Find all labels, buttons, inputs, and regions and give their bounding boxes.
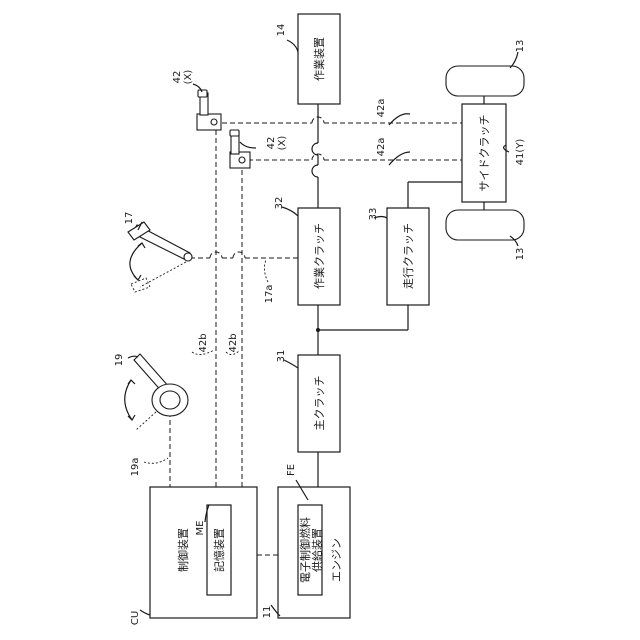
ref-42-top-x: (X) — [183, 70, 194, 85]
ref-41: 41(Y) — [515, 139, 526, 166]
fuel-supply-label-2: 供給装置 — [310, 528, 324, 572]
engine-block: エンジン 電子制御燃料 供給装置 — [278, 487, 350, 618]
ref-11: 11 — [262, 606, 273, 619]
ref-42-top: 42 — [172, 71, 183, 84]
fuel-supply-label-1: 電子制御燃料 — [298, 517, 312, 583]
work-device-block: 作業装置 — [298, 14, 340, 104]
lever-42-mid — [230, 130, 250, 168]
ref-14: 14 — [276, 24, 287, 37]
side-clutch-label: サイドクラッチ — [478, 115, 491, 192]
travel-clutch-block: 走行クラッチ — [387, 208, 429, 305]
ref-me: ME — [195, 521, 206, 536]
engine-label: エンジン — [330, 538, 343, 582]
memory-block: 記憶装置 — [207, 505, 231, 595]
work-clutch-block: 作業クラッチ — [298, 208, 340, 305]
ref-13-top: 13 — [515, 40, 526, 53]
ref-fe: FE — [286, 464, 297, 476]
controller-block: 制御装置 記憶装置 — [150, 487, 257, 618]
ref-17: 17 — [124, 212, 135, 225]
wheel-top — [446, 66, 524, 96]
travel-clutch-label: 走行クラッチ — [402, 223, 415, 289]
ref-cu: CU — [130, 611, 141, 625]
memory-label: 記憶装置 — [212, 528, 226, 572]
ref-13-bottom: 13 — [515, 248, 526, 261]
ref-42a-mid: 42a — [376, 138, 387, 157]
ref-42b-left: 42b — [198, 333, 209, 352]
ref-33: 33 — [368, 208, 379, 221]
wheel-bottom — [446, 210, 524, 240]
main-clutch-label: 主クラッチ — [313, 376, 326, 431]
fuel-supply-block: 電子制御燃料 供給装置 — [298, 505, 324, 595]
ref-32: 32 — [274, 197, 285, 210]
controller-label: 制御装置 — [176, 528, 190, 572]
main-clutch-block: 主クラッチ — [298, 355, 340, 452]
ref-42a-top: 42a — [376, 99, 387, 118]
ref-42-mid-x: (X) — [277, 136, 288, 151]
ref-19a: 19a — [130, 458, 141, 477]
lever-17 — [128, 222, 192, 292]
ref-19: 19 — [114, 354, 125, 367]
ref-42b-right: 42b — [228, 333, 239, 352]
ref-42-mid: 42 — [266, 137, 277, 150]
ref-31: 31 — [276, 350, 287, 363]
side-clutch-block: サイドクラッチ — [462, 104, 506, 202]
work-clutch-label: 作業クラッチ — [313, 223, 326, 289]
ref-17a: 17a — [264, 285, 275, 304]
work-device-label: 作業装置 — [313, 37, 326, 81]
dial-19 — [125, 354, 188, 430]
lever-42-top — [197, 90, 221, 130]
